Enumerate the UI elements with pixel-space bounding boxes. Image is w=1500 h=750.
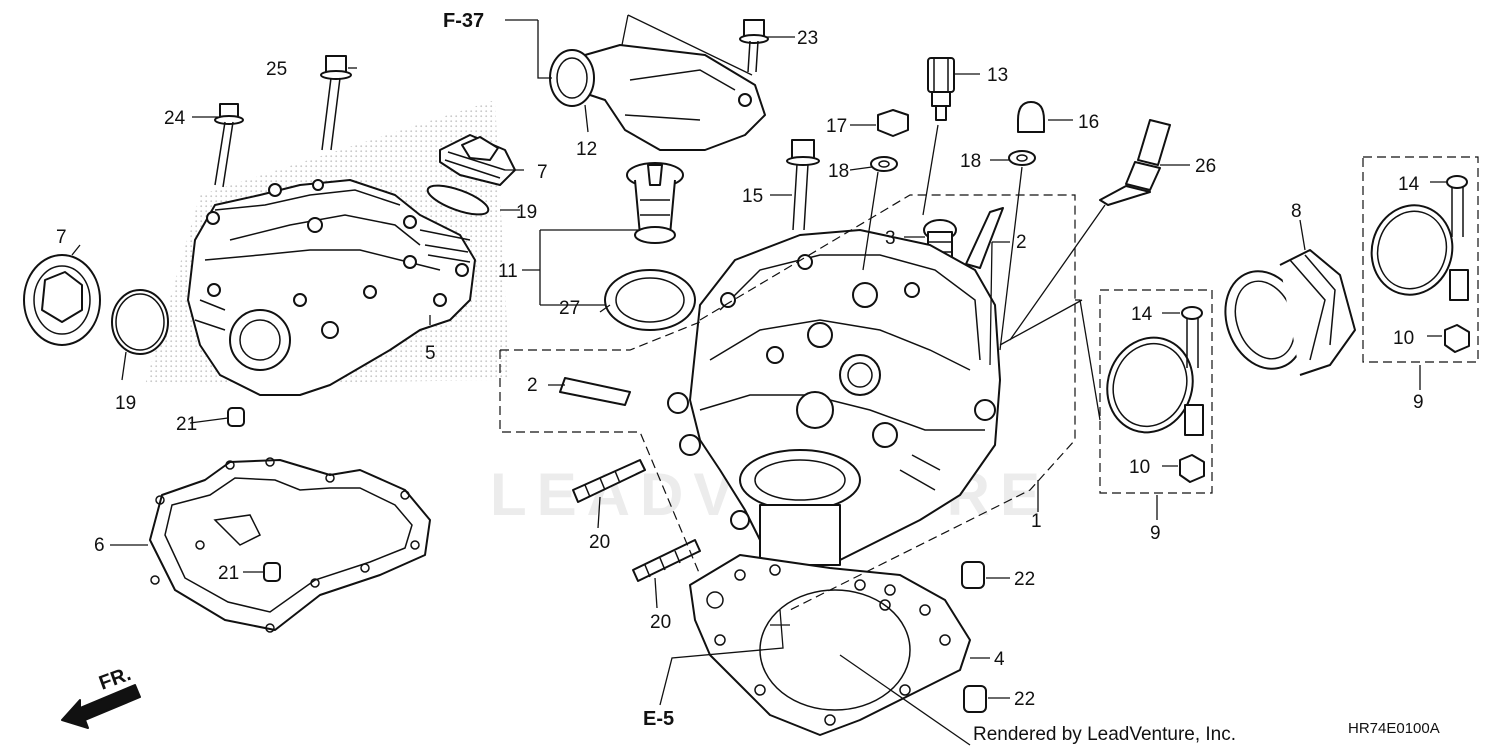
cylinder-head-part-1 <box>667 229 1001 599</box>
label-20-lower: 20 <box>650 612 671 633</box>
stud-bolt-part-20-upper <box>572 459 646 503</box>
label-2-upper: 2 <box>1016 232 1027 253</box>
valve-guide-part-2-upper <box>965 207 1004 269</box>
band-part-9-right <box>1370 204 1469 301</box>
bolt-part-15 <box>786 139 820 231</box>
label-16: 16 <box>1078 112 1099 133</box>
label-20-upper: 20 <box>589 532 610 553</box>
label-17: 17 <box>826 116 847 137</box>
label-14-right: 14 <box>1398 174 1420 195</box>
label-25: 25 <box>266 59 287 80</box>
label-19-left: 19 <box>115 393 136 414</box>
washer-part-18-left <box>870 156 898 172</box>
dowel-pin-part-21-lower <box>263 562 281 582</box>
label-3: 3 <box>885 228 896 249</box>
thermostat-part-11 <box>626 162 684 244</box>
washer-part-18-right <box>1008 150 1036 166</box>
cap-nut-part-17 <box>877 109 909 137</box>
band-kit-box-part-9-left <box>1099 289 1213 494</box>
label-5: 5 <box>425 343 436 364</box>
oil-filler-cap-right-part-7 <box>439 134 516 186</box>
dowel-pin-part-21-upper <box>227 407 245 427</box>
label-18-right: 18 <box>960 151 981 172</box>
valve-guide-part-2-left <box>559 377 631 406</box>
label-14-left: 14 <box>1131 304 1153 325</box>
temperature-sensor-part-13 <box>927 57 955 121</box>
diagram-code: HR74E0100A <box>1348 720 1440 737</box>
label-10-right: 10 <box>1393 328 1414 349</box>
dowel-pin-part-22-lower <box>963 685 987 713</box>
label-6: 6 <box>94 535 105 556</box>
oil-filler-cap-left-part-7 <box>23 254 101 346</box>
label-12: 12 <box>576 139 597 160</box>
o-ring-left-part-19 <box>111 289 169 355</box>
ref-e5: E-5 <box>643 708 674 730</box>
label-9-left: 9 <box>1150 523 1161 544</box>
screw-part-14-left <box>1181 306 1203 368</box>
label-11: 11 <box>498 261 518 282</box>
label-22-lower: 22 <box>1014 689 1035 710</box>
thermostat-seal-part-27 <box>604 269 696 331</box>
label-18-left: 18 <box>828 161 849 182</box>
label-13: 13 <box>987 65 1008 86</box>
label-1: 1 <box>1031 511 1042 532</box>
nut-part-10-right <box>1444 324 1470 353</box>
screw-part-14-right <box>1446 175 1468 237</box>
assembly-outline-left <box>499 321 701 576</box>
ref-f37: F-37 <box>443 10 484 32</box>
dowel-pin-part-22-upper <box>961 561 985 589</box>
bolt-part-25 <box>320 55 352 151</box>
label-22-upper: 22 <box>1014 569 1035 590</box>
label-19-right: 19 <box>516 202 537 223</box>
leader-lines <box>71 14 1447 746</box>
stud-bolt-part-20-lower <box>632 539 701 582</box>
label-23: 23 <box>797 28 818 49</box>
label-2-left: 2 <box>527 375 538 396</box>
cap-nut-part-16 <box>1017 101 1045 133</box>
label-15: 15 <box>742 186 763 207</box>
label-4: 4 <box>994 649 1005 670</box>
band-kit-box-part-9-right <box>1362 156 1479 363</box>
assembly-outline-right <box>699 194 1076 611</box>
label-10-left: 10 <box>1129 457 1150 478</box>
label-21-lower: 21 <box>218 563 239 584</box>
nut-part-10-left <box>1179 454 1205 483</box>
o-ring-right-part-19 <box>426 184 490 216</box>
thermostat-cover-part-12 <box>549 44 766 151</box>
band-part-9-left <box>1106 336 1204 436</box>
bolt-part-23 <box>739 19 769 73</box>
label-7-left: 7 <box>56 227 67 248</box>
spark-plug-part-26 <box>1099 119 1171 206</box>
label-21-upper: 21 <box>176 414 197 435</box>
label-26: 26 <box>1195 156 1216 177</box>
cylinder-head-gasket-part-4 <box>689 554 971 736</box>
label-8: 8 <box>1291 201 1302 222</box>
front-arrow-icon <box>61 684 141 729</box>
label-24: 24 <box>164 108 186 129</box>
rendered-by-credit: Rendered by LeadVenture, Inc. <box>973 724 1236 745</box>
label-9-right: 9 <box>1413 392 1424 413</box>
label-7-right: 7 <box>537 162 548 183</box>
cover-gasket-part-6 <box>149 457 431 633</box>
bolt-part-24 <box>214 103 244 188</box>
head-cover-part-5 <box>187 179 476 396</box>
insulator-part-8 <box>1224 249 1356 376</box>
label-27: 27 <box>559 298 580 319</box>
